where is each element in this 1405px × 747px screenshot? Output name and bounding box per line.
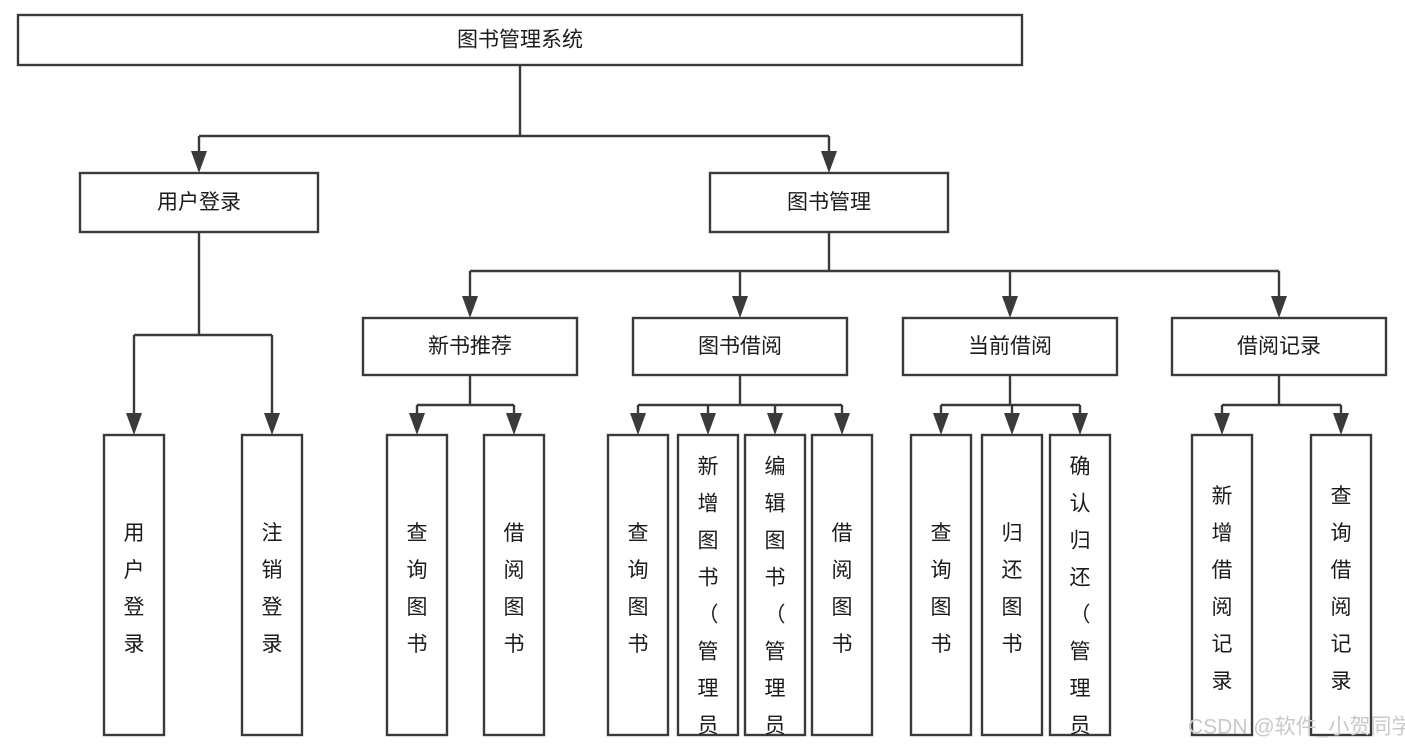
arrow-head <box>506 413 522 435</box>
arrow-head <box>191 151 207 173</box>
node-box <box>102 433 166 737</box>
node-label: 查询借阅记录 <box>1331 485 1352 693</box>
node-box <box>901 316 1119 377</box>
node-leaf-编辑图书-管理员[interactable]: 编辑图书（管理员） <box>743 433 807 747</box>
arrow-head <box>732 296 748 318</box>
node-box <box>1170 316 1388 377</box>
node-box <box>980 433 1044 737</box>
node-submodule-新书推荐[interactable]: 新书推荐 <box>361 316 579 377</box>
node-box <box>606 433 670 737</box>
arrow-head <box>1333 413 1349 435</box>
node-label: 用户登录 <box>124 522 145 656</box>
node-label: 新增图书（管理员） <box>698 456 719 747</box>
node-box <box>361 316 579 377</box>
node-box <box>1048 433 1112 737</box>
arrow-head <box>462 296 478 318</box>
node-label: 确认归还（管理员） <box>1070 456 1091 747</box>
node-leaf-用户登录[interactable]: 用户登录 <box>102 433 166 737</box>
node-label: 借阅图书 <box>832 522 853 656</box>
watermark-label: CSDN @软件_小贺同学 <box>1188 716 1405 739</box>
node-label: 归还图书 <box>1002 522 1023 656</box>
connector-layer <box>126 65 1349 435</box>
arrow-head <box>933 413 949 435</box>
node-label: 图书管理 <box>787 191 871 214</box>
node-label: 当前借阅 <box>968 335 1052 358</box>
node-box <box>909 433 973 737</box>
node-root-图书管理系统[interactable]: 图书管理系统 <box>16 13 1024 67</box>
node-label: 用户登录 <box>157 191 241 214</box>
node-label: 图书管理系统 <box>457 29 583 52</box>
node-leaf-新增图书-管理员[interactable]: 新增图书（管理员） <box>676 433 740 747</box>
arrow-head <box>1271 296 1287 318</box>
node-label: 新书推荐 <box>428 335 512 358</box>
node-leaf-借阅图书[interactable]: 借阅图书 <box>810 433 874 737</box>
arrow-head <box>834 413 850 435</box>
node-box <box>743 433 807 737</box>
node-box <box>676 433 740 737</box>
node-module-用户登录[interactable]: 用户登录 <box>78 171 320 234</box>
node-module-图书管理[interactable]: 图书管理 <box>708 171 950 234</box>
node-leaf-归还图书[interactable]: 归还图书 <box>980 433 1044 737</box>
node-label: 借阅图书 <box>504 522 525 656</box>
node-submodule-图书借阅[interactable]: 图书借阅 <box>631 316 849 377</box>
node-label: 查询图书 <box>407 522 428 656</box>
node-leaf-借阅图书[interactable]: 借阅图书 <box>482 433 546 737</box>
arrow-head <box>1214 413 1230 435</box>
node-leaf-确认归还-管理员[interactable]: 确认归还（管理员） <box>1048 433 1112 747</box>
node-box <box>16 13 1024 67</box>
node-leaf-查询借阅记录[interactable]: 查询借阅记录 <box>1309 433 1373 737</box>
node-label: 注销登录 <box>262 522 283 656</box>
node-leaf-查询图书[interactable]: 查询图书 <box>385 433 449 737</box>
arrow-head <box>1002 296 1018 318</box>
node-leaf-注销登录[interactable]: 注销登录 <box>240 433 304 737</box>
node-label: 查询图书 <box>931 522 952 656</box>
arrow-head <box>630 413 646 435</box>
node-submodule-当前借阅[interactable]: 当前借阅 <box>901 316 1119 377</box>
node-label: 借阅记录 <box>1237 335 1321 358</box>
node-submodule-借阅记录[interactable]: 借阅记录 <box>1170 316 1388 377</box>
node-leaf-查询图书[interactable]: 查询图书 <box>909 433 973 737</box>
arrow-head <box>1072 413 1088 435</box>
node-label: 新增借阅记录 <box>1212 485 1233 693</box>
node-label: 图书借阅 <box>698 335 782 358</box>
arrow-head <box>821 151 837 173</box>
node-label: 查询图书 <box>628 522 649 656</box>
arrow-head <box>264 413 280 435</box>
arrow-head <box>700 413 716 435</box>
node-leaf-新增借阅记录[interactable]: 新增借阅记录 <box>1190 433 1254 737</box>
node-box <box>385 433 449 737</box>
node-layer: 图书管理系统用户登录图书管理新书推荐图书借阅当前借阅借阅记录用户登录注销登录查询… <box>16 13 1388 747</box>
node-box <box>482 433 546 737</box>
node-box <box>240 433 304 737</box>
node-box <box>1190 433 1254 737</box>
node-label: 编辑图书（管理员） <box>765 456 786 747</box>
arrow-head <box>126 413 142 435</box>
node-box <box>1309 433 1373 737</box>
node-box <box>78 171 320 234</box>
arrow-head <box>1004 413 1020 435</box>
node-leaf-查询图书[interactable]: 查询图书 <box>606 433 670 737</box>
node-box <box>810 433 874 737</box>
arrow-head <box>767 413 783 435</box>
node-box <box>708 171 950 234</box>
node-box <box>631 316 849 377</box>
arrow-head <box>409 413 425 435</box>
